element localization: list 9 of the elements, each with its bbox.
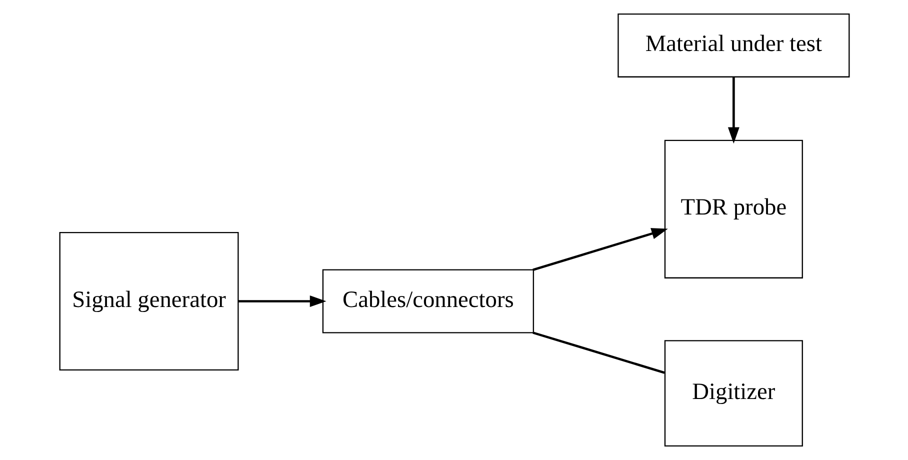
node-box: Cables/connectors (322, 269, 534, 334)
arrow (532, 228, 668, 271)
node-box: Signal generator (58, 232, 238, 371)
arrow (238, 296, 326, 307)
arrow (727, 77, 739, 144)
node-box: Material under test (617, 13, 850, 78)
node-box: Digitizer (664, 340, 802, 447)
connector (532, 332, 664, 374)
node-box: TDR probe (664, 140, 802, 278)
